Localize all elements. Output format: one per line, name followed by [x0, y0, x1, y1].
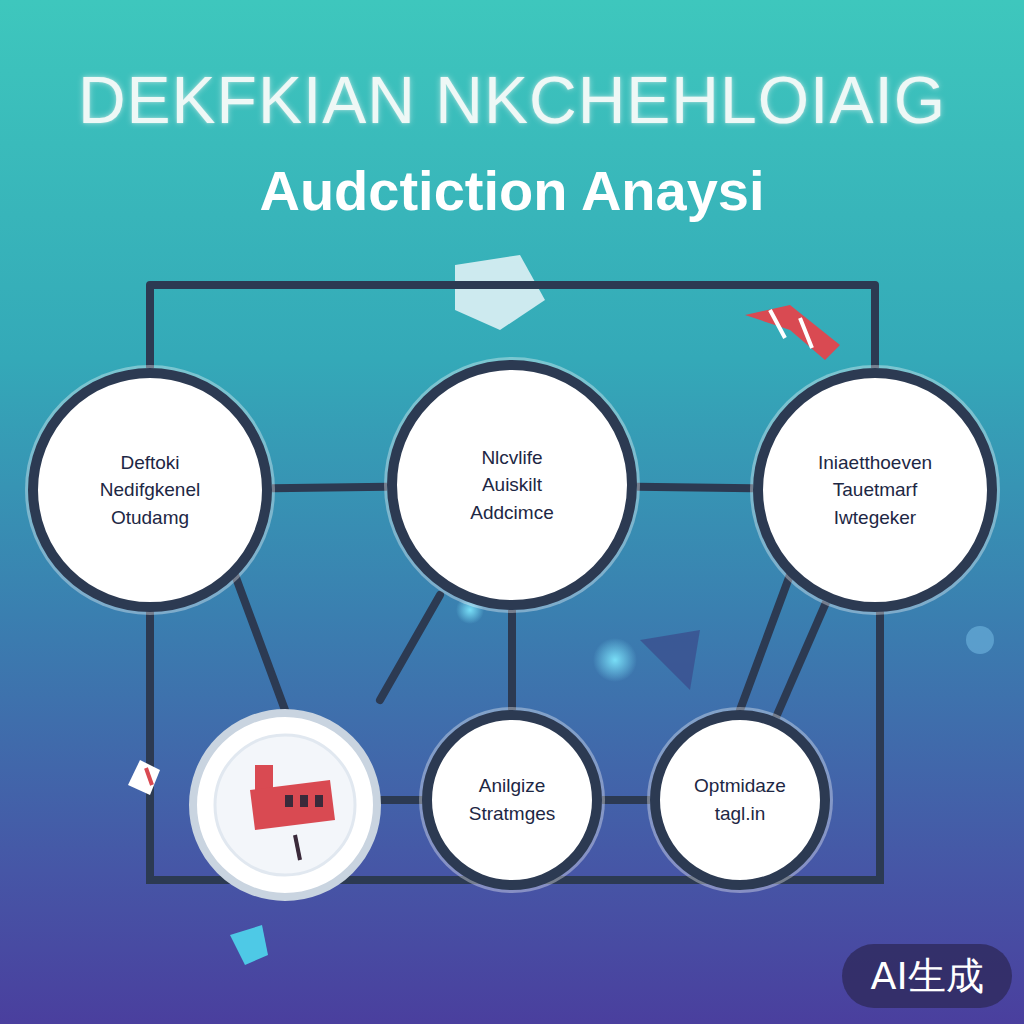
red-shape-stripes: [770, 310, 812, 348]
white-figure: [128, 760, 160, 795]
diagram-title: DEKFKIAN NKCHEHLOIAIG: [0, 62, 1024, 138]
connector-line: [150, 285, 875, 368]
connector-line: [776, 602, 826, 718]
connector-line: [272, 487, 387, 489]
white-figure-mark: [146, 768, 152, 785]
node-label: Optmidaze: [694, 772, 786, 800]
circle-node: AnilgizeStratmges: [422, 710, 602, 890]
circle-node: NlcvlifeAuiskiltAddcimce: [387, 360, 637, 610]
node-label: Iwtegeker: [834, 504, 916, 532]
circle-node: IniaetthoevenTauetmarfIwtegeker: [753, 368, 997, 612]
shard: [640, 630, 700, 690]
connector-line: [602, 796, 650, 804]
red-shape: [745, 305, 840, 360]
circle-node: DeftokiNedifgkenelOtudamg: [28, 368, 272, 612]
node-label: Iniaetthoeven: [818, 449, 932, 477]
node-label: Tauetmarf: [833, 476, 917, 504]
circle-node: Optmidazetagl.in: [650, 710, 830, 890]
diagram-subtitle: Audctiction Anaysi: [0, 158, 1024, 223]
connector-line: [508, 610, 516, 710]
watermark-text: AI生成: [870, 951, 983, 1002]
glow-dot: [593, 638, 637, 682]
watermark-badge: AI生成: [842, 944, 1012, 1008]
paper-shape: [455, 255, 545, 330]
node-label: Nedifgkenel: [100, 476, 200, 504]
node-label: Auiskilt: [482, 471, 542, 499]
glow-dot: [966, 626, 994, 654]
node-label: tagl.in: [715, 800, 766, 828]
node-label: Nlcvlife: [481, 444, 542, 472]
node-label: Deftoki: [120, 449, 179, 477]
blue-figure: [230, 925, 268, 965]
node-label: Addcimce: [470, 499, 553, 527]
illustration-circle: [193, 713, 377, 897]
connector-line: [637, 487, 753, 489]
node-label: Otudamg: [111, 504, 189, 532]
node-label: Anilgize: [479, 772, 546, 800]
node-label: Stratmges: [469, 800, 556, 828]
